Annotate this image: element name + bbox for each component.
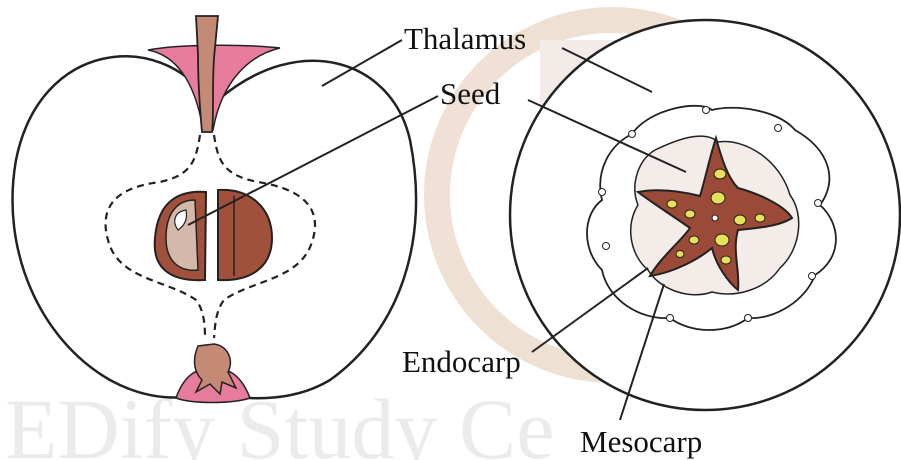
apple-longitudinal-section bbox=[12, 16, 416, 403]
label-thalamus: Thalamus bbox=[404, 21, 526, 56]
label-seed: Seed bbox=[440, 76, 501, 111]
label-endocarp: Endocarp bbox=[402, 344, 521, 379]
central-axis bbox=[712, 215, 718, 221]
label-mesocarp: Mesocarp bbox=[580, 424, 702, 459]
apple-transverse-section bbox=[510, 20, 900, 410]
